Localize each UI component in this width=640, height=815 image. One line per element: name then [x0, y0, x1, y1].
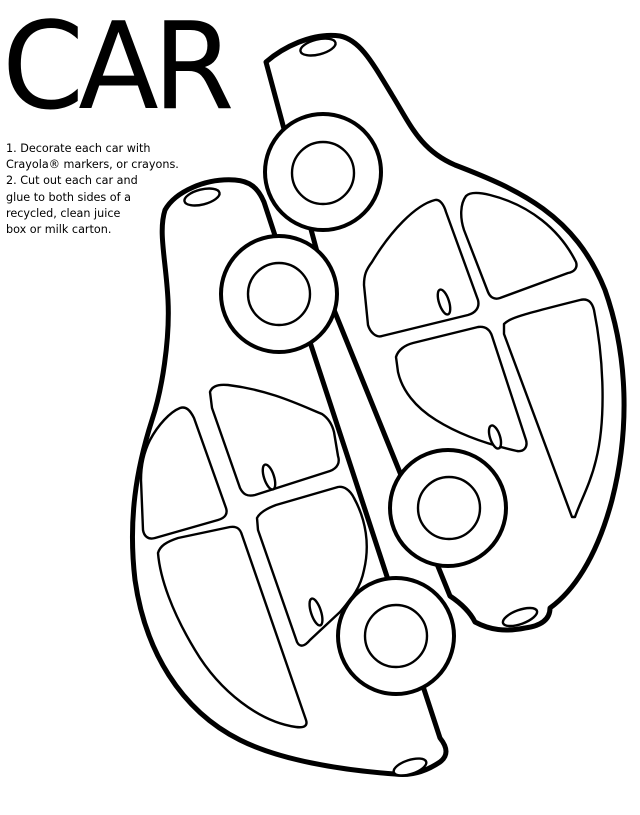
page-title: CAR [2, 0, 235, 137]
left-car-rear-light [183, 187, 221, 207]
left-car-front-light [392, 757, 428, 777]
instruction-line: 1. Decorate each car with [6, 142, 151, 155]
right-car-door-handle-2 [487, 424, 503, 450]
right-car-rear-light [299, 37, 337, 57]
left-car-door-handle-1 [261, 463, 277, 491]
left-car-window-1 [139, 406, 228, 540]
left-car-window-4 [255, 485, 368, 647]
left-car-window-3 [156, 525, 308, 729]
right-car-window-3 [394, 325, 528, 453]
wheel-lower-right-hub [416, 475, 482, 541]
instruction-line: box or milk carton. [6, 223, 112, 237]
instruction-line: 2. Cut out each car and [6, 174, 138, 188]
instruction-line: recycled, clean juice [6, 206, 121, 220]
wheel-upper-left-hub [246, 261, 312, 327]
wheel-bottom-hub [363, 603, 429, 669]
left-car-door-handle-2 [308, 597, 324, 627]
right-car-window-4 [502, 298, 604, 519]
wheel-top-hub [290, 140, 356, 206]
wheels [219, 112, 508, 696]
right-car-door-handle-1 [436, 288, 452, 316]
left-car-window-2 [208, 383, 340, 497]
right-car-window-2 [460, 191, 578, 300]
right-car-front-light [501, 606, 539, 628]
instruction-line: glue to both sides of a [6, 190, 132, 204]
instruction-line: Crayola® markers, or crayons. [6, 158, 179, 172]
instructions-list: 1. Decorate each car with Crayola® marke… [6, 141, 206, 238]
